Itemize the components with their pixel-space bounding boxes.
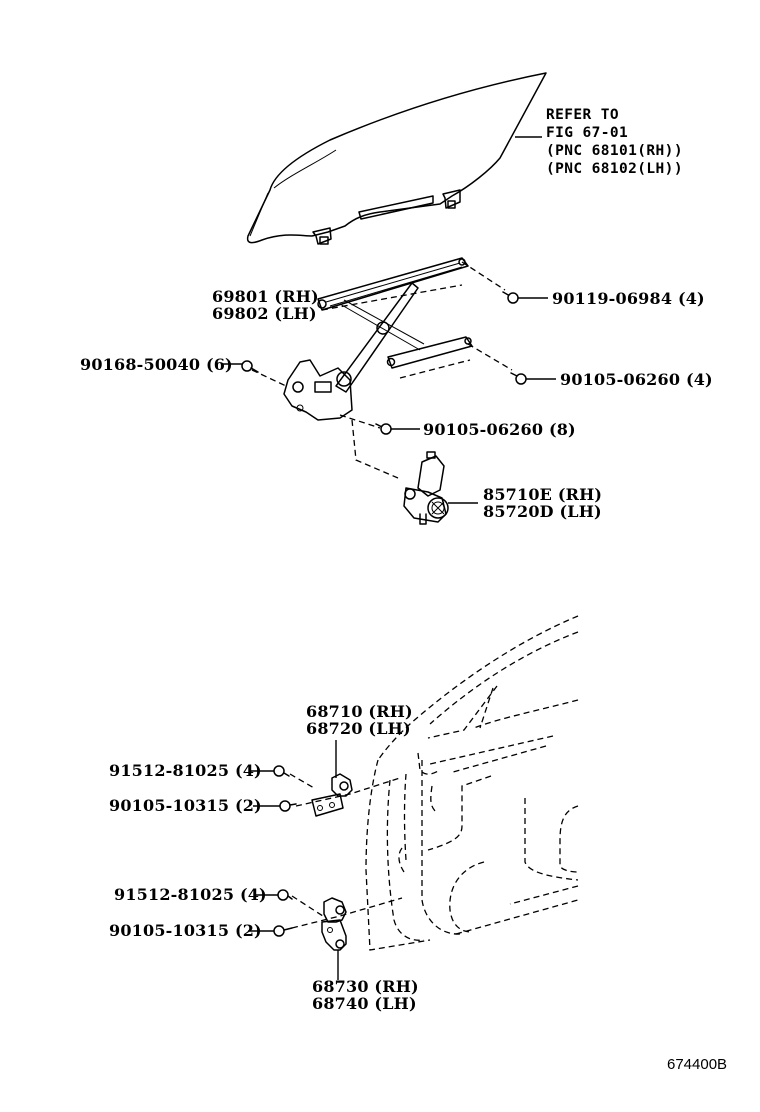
bolt-90105-10315-lower-icon — [248, 925, 293, 937]
bolt-90168-50040-label[interactable]: 90168-50040 (6) — [80, 355, 233, 374]
bolt-90105-10315-lower-label[interactable]: 90105-10315 (2) — [109, 921, 262, 940]
bolt-90168-icon — [222, 360, 259, 373]
regulator-part-rh[interactable]: 69801 (RH) — [212, 287, 319, 306]
figure-code: 674400B — [667, 1056, 728, 1073]
lower-hinge-illustration — [291, 895, 403, 980]
regulator-part-lh[interactable]: 69802 (LH) — [212, 304, 317, 323]
upper-hinge-part-lh[interactable]: 68720 (LH) — [306, 719, 411, 738]
window-regulator-illustration — [251, 257, 513, 479]
regulator-part-label[interactable]: 69801 (RH) 69802 (LH) — [212, 288, 319, 322]
glass-ref-line-3: (PNC 68101(RH)) — [546, 143, 683, 159]
bolt-90105-06260-4-label[interactable]: 90105-06260 (4) — [560, 370, 713, 389]
bolt-91512-upper-icon — [250, 765, 290, 777]
lower-hinge-part-rh[interactable]: 68730 (RH) — [312, 977, 419, 996]
bolt-90105-mid-icon — [510, 372, 556, 385]
glass-ref-line-2: FIG 67-01 — [546, 125, 629, 141]
bolt-91512-81025-upper-label[interactable]: 91512-81025 (4) — [109, 761, 262, 780]
window-motor-illustration — [403, 451, 478, 525]
lower-hinge-part-label[interactable]: 68730 (RH) 68740 (LH) — [312, 978, 419, 1012]
bolt-90105-10315-upper-label[interactable]: 90105-10315 (2) — [109, 796, 262, 815]
car-body-outline — [365, 615, 579, 951]
bolt-90105-lower-icon — [375, 423, 420, 435]
upper-hinge-part-rh[interactable]: 68710 (RH) — [306, 702, 413, 721]
bolt-90119-icon — [502, 291, 548, 304]
bolt-91512-81025-lower-label[interactable]: 91512-81025 (4) — [114, 885, 267, 904]
door-glass-illustration — [246, 72, 547, 245]
upper-hinge-part-label[interactable]: 68710 (RH) 68720 (LH) — [306, 703, 413, 737]
bolt-91512-lower-icon — [254, 889, 293, 901]
upper-hinge-illustration — [289, 740, 401, 817]
bolt-90119-06984-label[interactable]: 90119-06984 (4) — [552, 289, 705, 308]
motor-part-label[interactable]: 85710E (RH) 85720D (LH) — [483, 486, 602, 520]
bolt-90105-06260-8-label[interactable]: 90105-06260 (8) — [423, 420, 576, 439]
glass-reference-callout: REFER TO FIG 67-01 (PNC 68101(RH)) (PNC … — [546, 106, 683, 178]
glass-ref-line-1: REFER TO — [546, 107, 620, 123]
motor-part-rh[interactable]: 85710E (RH) — [483, 485, 603, 504]
motor-part-lh[interactable]: 85720D (LH) — [483, 502, 602, 521]
bolt-90105-10315-upper-icon — [253, 800, 297, 812]
glass-ref-line-4: (PNC 68102(LH)) — [546, 161, 683, 177]
lower-hinge-part-lh[interactable]: 68740 (LH) — [312, 994, 417, 1013]
